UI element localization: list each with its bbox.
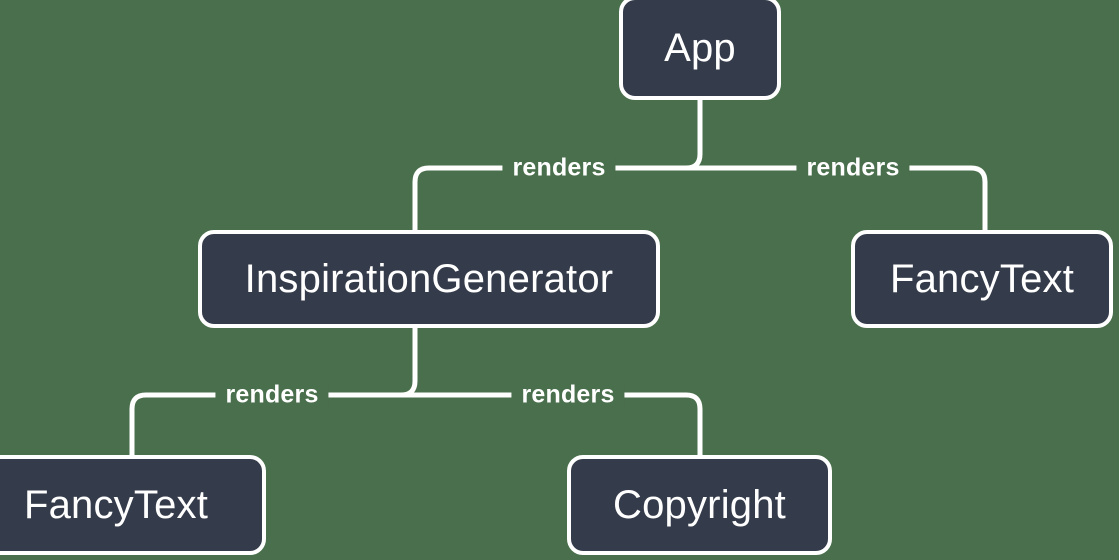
node-app-label: App	[664, 25, 736, 70]
node-fancytext-bottom-label: FancyText	[23, 482, 209, 527]
node-fancytext-right-label: FancyText	[889, 256, 1075, 301]
node-fancytext-bottom[interactable]: FancyText	[0, 455, 266, 555]
node-inspiration-generator[interactable]: InspirationGenerator	[198, 230, 660, 328]
edge-label-inspiration-generator-to-copyright: renders	[511, 382, 625, 408]
edge-label-inspiration-generator-to-fancytext-bottom: renders	[215, 382, 329, 408]
node-copyright[interactable]: Copyright	[567, 455, 832, 555]
node-app[interactable]: App	[619, 0, 781, 100]
edge-inspiration-generator-stem	[398, 325, 418, 398]
edge-label-app-to-fancytext-right: renders	[796, 155, 910, 181]
edge-app-stem	[683, 97, 703, 171]
node-inspiration-generator-label: InspirationGenerator	[244, 256, 614, 301]
node-copyright-label: Copyright	[613, 482, 786, 527]
edge-label-app-to-inspiration-generator: renders	[502, 155, 616, 181]
node-fancytext-right[interactable]: FancyText	[851, 230, 1113, 328]
